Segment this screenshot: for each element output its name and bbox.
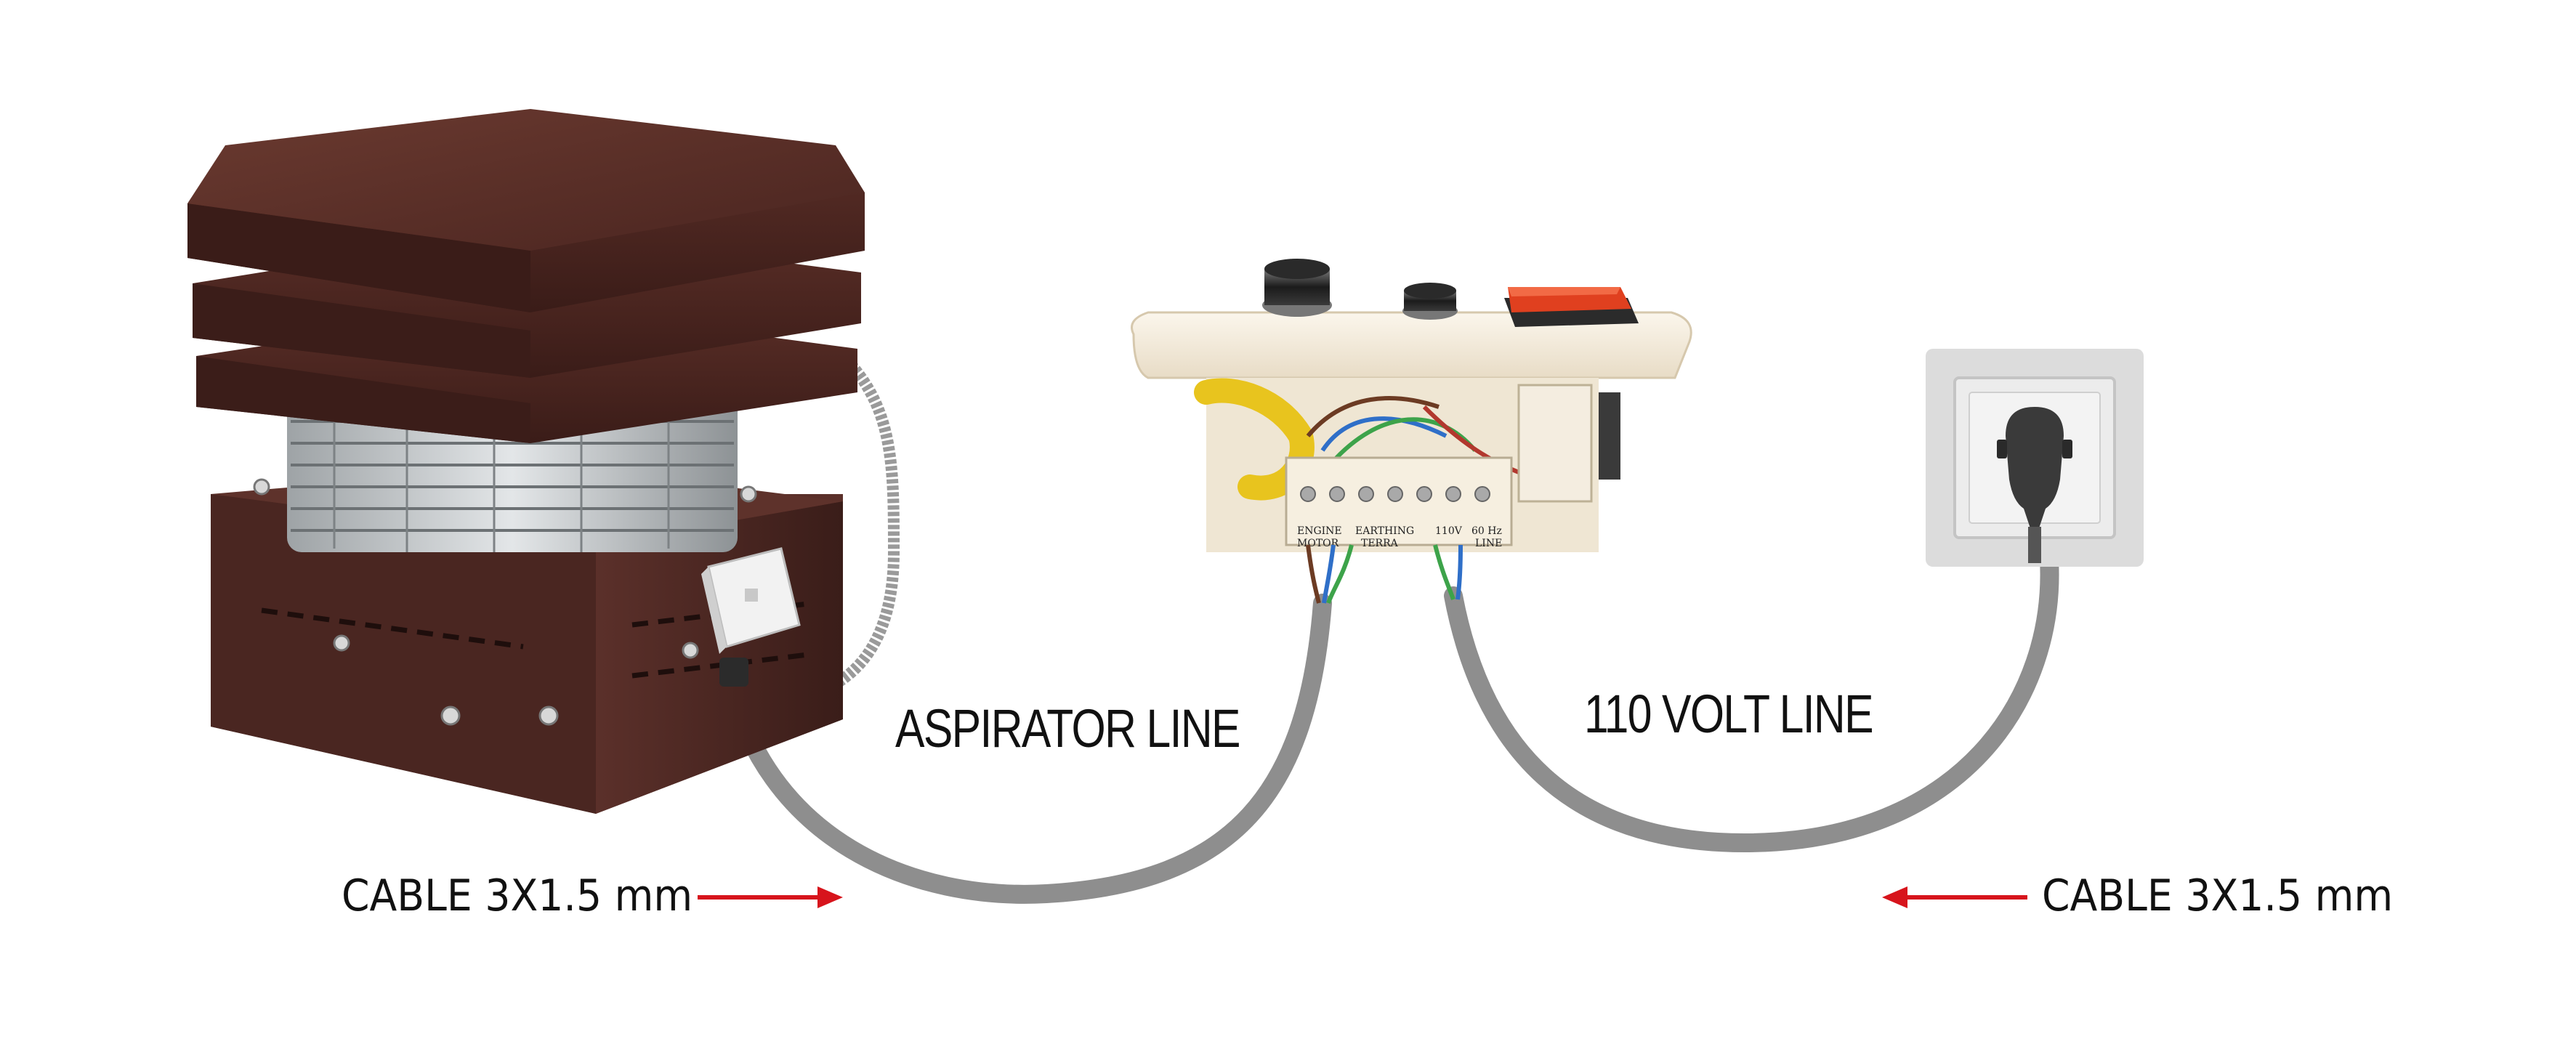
cable-spec-left: CABLE 3X1.5 mm bbox=[342, 870, 693, 921]
aspirator-line-label: ASPIRATOR LINE bbox=[895, 698, 1240, 759]
chimney-fan bbox=[187, 109, 865, 814]
aspirator-cable bbox=[717, 594, 1332, 904]
terminal-earthing: EARTHING bbox=[1355, 525, 1414, 537]
control-panel: ENGINE MOTOR EARTHING TERRA 110V 60 Hz L… bbox=[1131, 259, 1692, 605]
thermostat-knob bbox=[1402, 283, 1458, 320]
speed-knob bbox=[1262, 259, 1332, 317]
arrow-left bbox=[1882, 886, 2027, 908]
terminal-60hz: 60 Hz bbox=[1471, 525, 1502, 537]
terminal-line: LINE bbox=[1475, 538, 1502, 549]
terminal-110v: 110V bbox=[1435, 525, 1463, 537]
terminal-engine: ENGINE bbox=[1297, 525, 1342, 537]
plug bbox=[1997, 407, 2072, 563]
power-cable bbox=[1444, 550, 2059, 853]
power-switch bbox=[1504, 287, 1639, 327]
arrow-right bbox=[698, 886, 843, 908]
cable-spec-right: CABLE 3X1.5 mm bbox=[2042, 870, 2394, 921]
junction-box bbox=[701, 547, 801, 687]
volt-line-label: 110 VOLT LINE bbox=[1584, 684, 1874, 744]
terminal-terra: TERRA bbox=[1361, 538, 1399, 549]
